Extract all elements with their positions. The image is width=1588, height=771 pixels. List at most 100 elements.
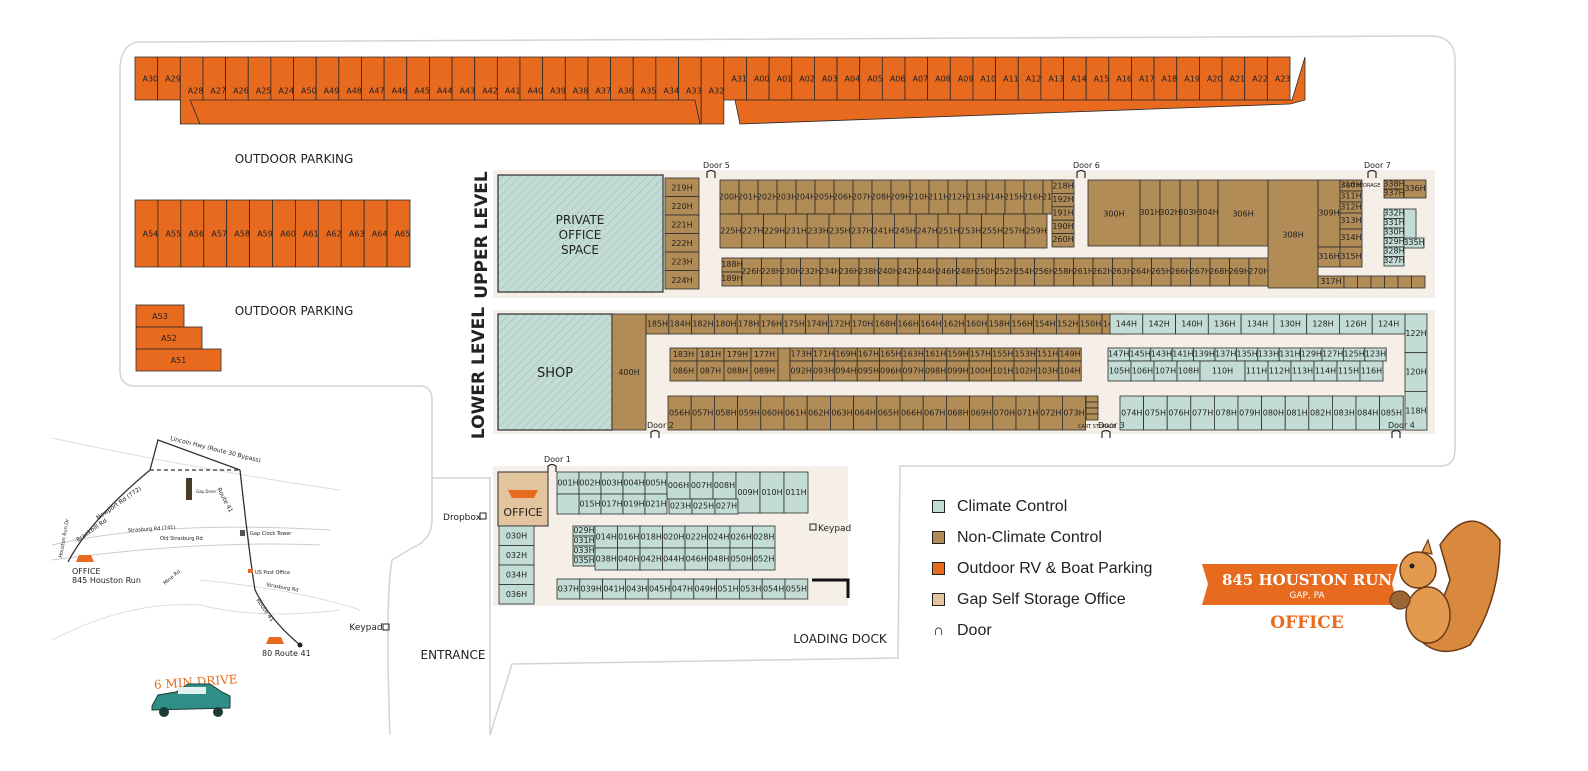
unit-250h[interactable]: 250H <box>975 257 996 287</box>
unit-120h[interactable]: 120H <box>1404 352 1428 392</box>
unit-181h[interactable]: 181H <box>696 347 725 362</box>
unit-062h[interactable]: 062H <box>806 395 831 431</box>
unit-059h[interactable]: 059H <box>737 395 762 431</box>
unit-167h[interactable]: 167H <box>856 347 881 362</box>
parking-space-a09[interactable]: A09 <box>949 56 973 101</box>
unit-083h[interactable]: 083H <box>1332 395 1357 431</box>
unit-227h[interactable]: 227H <box>741 213 764 249</box>
unit-088h[interactable]: 088H <box>723 360 752 382</box>
unit-267h[interactable]: 267H <box>1190 257 1211 287</box>
unit-039h[interactable]: 039H <box>579 578 603 600</box>
parking-space-a07[interactable]: A07 <box>904 56 928 101</box>
unit-221h[interactable]: 221H <box>664 214 700 234</box>
unit-229h[interactable]: 229H <box>763 213 786 249</box>
unit-231h[interactable]: 231H <box>785 213 808 249</box>
unit-189h[interactable]: 189H <box>721 271 743 287</box>
unit-143h[interactable]: 143H <box>1150 347 1173 362</box>
parking-space-a59[interactable]: A59 <box>249 199 273 268</box>
unit-177h[interactable]: 177H <box>750 347 779 362</box>
unit-174h[interactable]: 174H <box>805 313 829 335</box>
unit-155h[interactable]: 155H <box>991 347 1015 362</box>
parking-space-a22[interactable]: A22 <box>1244 56 1268 101</box>
unit-139h[interactable]: 139H <box>1193 347 1216 362</box>
unit-247h[interactable]: 247H <box>915 213 939 249</box>
parking-space-a62[interactable]: A62 <box>317 199 342 268</box>
office[interactable]: OFFICE <box>497 471 549 527</box>
unit-145h[interactable]: 145H <box>1129 347 1152 362</box>
unit-071h[interactable]: 071H <box>1015 395 1040 431</box>
unit-113h[interactable]: 113H <box>1290 360 1315 382</box>
unit-029h[interactable]: 029H <box>572 525 596 537</box>
unit-182h[interactable]: 182H <box>691 313 715 335</box>
unit-082h[interactable]: 082H <box>1308 395 1333 431</box>
parking-space-a51[interactable]: A51 <box>135 348 222 372</box>
unit-153h[interactable]: 153H <box>1013 347 1037 362</box>
unit-041h[interactable]: 041H <box>602 578 626 600</box>
unit-small-1[interactable] <box>1357 275 1372 289</box>
unit-131h[interactable]: 131H <box>1278 347 1301 362</box>
unit-124h[interactable]: 124H <box>1371 313 1406 335</box>
unit-178h[interactable]: 178H <box>736 313 761 335</box>
unit-157h[interactable]: 157H <box>968 347 993 362</box>
unit-060h[interactable]: 060H <box>760 395 785 431</box>
parking-space-a08[interactable]: A08 <box>927 56 951 101</box>
unit-149h[interactable]: 149H <box>1058 347 1082 362</box>
unit-154h[interactable]: 154H <box>1033 313 1057 335</box>
unit-lower-mini-2[interactable] <box>1085 407 1099 415</box>
unit-129h[interactable]: 129H <box>1300 347 1323 362</box>
unit-002h[interactable]: 002H <box>578 471 602 495</box>
unit-332h[interactable]: 332H <box>1383 208 1405 219</box>
parking-space-a56[interactable]: A56 <box>180 199 205 268</box>
unit-133h[interactable]: 133H <box>1257 347 1280 362</box>
unit-015h[interactable]: 015H <box>578 493 602 515</box>
unit-176h[interactable]: 176H <box>759 313 784 335</box>
unit-092h[interactable]: 092H <box>789 360 813 382</box>
unit-266h[interactable]: 266H <box>1170 257 1191 287</box>
unit-134h[interactable]: 134H <box>1240 313 1275 335</box>
unit-010h[interactable]: 010H <box>759 471 785 514</box>
unit-104h[interactable]: 104H <box>1058 360 1082 382</box>
unit-048h[interactable]: 048H <box>707 547 731 571</box>
unit-141h[interactable]: 141H <box>1171 347 1194 362</box>
unit-255h[interactable]: 255H <box>981 213 1004 249</box>
parking-space-a19[interactable]: A19 <box>1176 56 1200 101</box>
unit-328h[interactable]: 328H <box>1383 246 1405 257</box>
unit-163h[interactable]: 163H <box>901 347 925 362</box>
unit-076h[interactable]: 076H <box>1166 395 1192 431</box>
unit-147h[interactable]: 147H <box>1107 347 1130 362</box>
unit-262h[interactable]: 262H <box>1092 257 1113 287</box>
unit-032h[interactable]: 032H <box>498 545 535 566</box>
unit-156h[interactable]: 156H <box>1010 313 1034 335</box>
unit-238h[interactable]: 238H <box>858 257 879 287</box>
unit-311h[interactable]: 311H <box>1339 190 1363 203</box>
unit-114h[interactable]: 114H <box>1313 360 1338 382</box>
parking-space-a64[interactable]: A64 <box>363 199 388 268</box>
unit-301h[interactable]: 301H <box>1139 179 1161 247</box>
parking-space-a05[interactable]: A05 <box>859 56 883 101</box>
unit-256h[interactable]: 256H <box>1034 257 1055 287</box>
unit-057h[interactable]: 057H <box>690 395 715 431</box>
unit-115h[interactable]: 115H <box>1336 360 1361 382</box>
unit-126h[interactable]: 126H <box>1339 313 1373 335</box>
parking-space-a13[interactable]: A13 <box>1040 56 1064 101</box>
parking-space-a21[interactable]: A21 <box>1221 56 1245 101</box>
parking-space-a60[interactable]: A60 <box>272 199 296 268</box>
unit-065h[interactable]: 065H <box>876 395 901 431</box>
unit-047h[interactable]: 047H <box>670 578 695 600</box>
unit-303h[interactable]: 303H <box>1178 179 1200 247</box>
unit-079h[interactable]: 079H <box>1237 395 1263 431</box>
unit-165h[interactable]: 165H <box>879 347 903 362</box>
unit-128h[interactable]: 128H <box>1306 313 1340 335</box>
unit-058h[interactable]: 058H <box>714 395 739 431</box>
unit-190h[interactable]: 190H <box>1051 219 1075 234</box>
unit-185h[interactable]: 185H <box>645 313 670 335</box>
unit-337h[interactable]: 337H <box>1383 188 1405 199</box>
unit-304h[interactable]: 304H <box>1197 179 1219 247</box>
unit-040h[interactable]: 040H <box>617 547 641 571</box>
unit-336h[interactable]: 336H <box>1403 179 1427 199</box>
unit-270h[interactable]: 270H <box>1248 257 1269 287</box>
unit-317h[interactable]: 317H <box>1317 275 1345 289</box>
parking-space-a32[interactable]: A32 <box>700 56 724 125</box>
unit-004h[interactable]: 004H <box>622 471 646 495</box>
unit-lower-mini-0[interactable] <box>1085 395 1099 403</box>
